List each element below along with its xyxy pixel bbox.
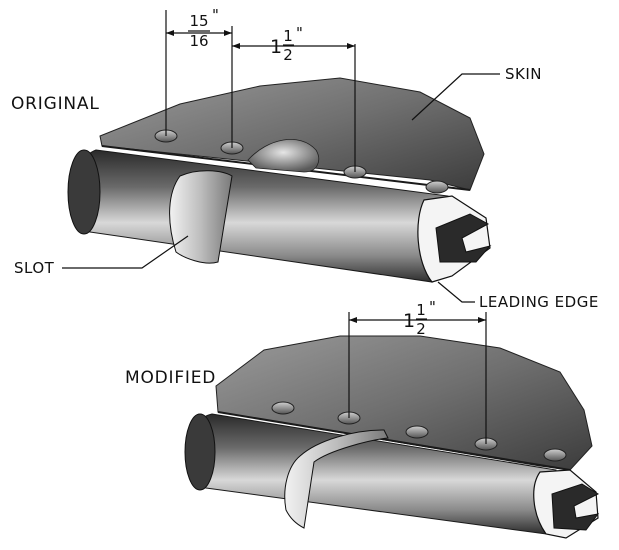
original-dimension-lines: [165, 10, 356, 172]
modified-label: MODIFIED: [125, 368, 216, 388]
original-dim-a-numerator: 15: [189, 12, 208, 30]
leading-edge-callout: LEADING EDGE: [437, 281, 599, 311]
original-skin-panel: [99, 77, 485, 191]
modified-rivet-1: [271, 401, 295, 415]
svg-text:2: 2: [283, 46, 293, 64]
original-dim-a-label: 15 " 16: [188, 6, 219, 50]
original-rivet-4: [425, 180, 449, 194]
original-dim-b-label: 1 1 2 ": [270, 24, 303, 64]
skin-label: SKIN: [505, 65, 542, 83]
modified-rivet-5: [543, 448, 567, 462]
svg-text:1: 1: [416, 301, 426, 319]
svg-text:": ": [296, 24, 303, 42]
modified-clip-band: [284, 429, 389, 529]
modified-dimension-lines: [348, 312, 487, 444]
original-clip-band: [169, 170, 233, 264]
slot-label: SLOT: [14, 259, 55, 277]
svg-text:1: 1: [270, 36, 282, 58]
modified-rivet-3: [405, 425, 429, 439]
leading-edge-label: LEADING EDGE: [479, 293, 599, 311]
modified-assembly: [184, 335, 600, 539]
original-skin-bulge: [247, 139, 320, 173]
modified-dim-label: 1 1 2 ": [403, 298, 436, 338]
svg-text:2: 2: [416, 320, 426, 338]
original-label: ORIGINAL: [11, 94, 100, 114]
svg-text:": ": [212, 6, 219, 24]
slot-callout: SLOT: [14, 235, 189, 277]
original-assembly: [67, 77, 492, 283]
svg-text:": ": [429, 298, 436, 316]
skin-callout: SKIN: [411, 65, 542, 121]
original-dim-a-denominator: 16: [189, 32, 208, 50]
svg-text:1: 1: [283, 27, 293, 45]
svg-text:1: 1: [403, 310, 415, 332]
